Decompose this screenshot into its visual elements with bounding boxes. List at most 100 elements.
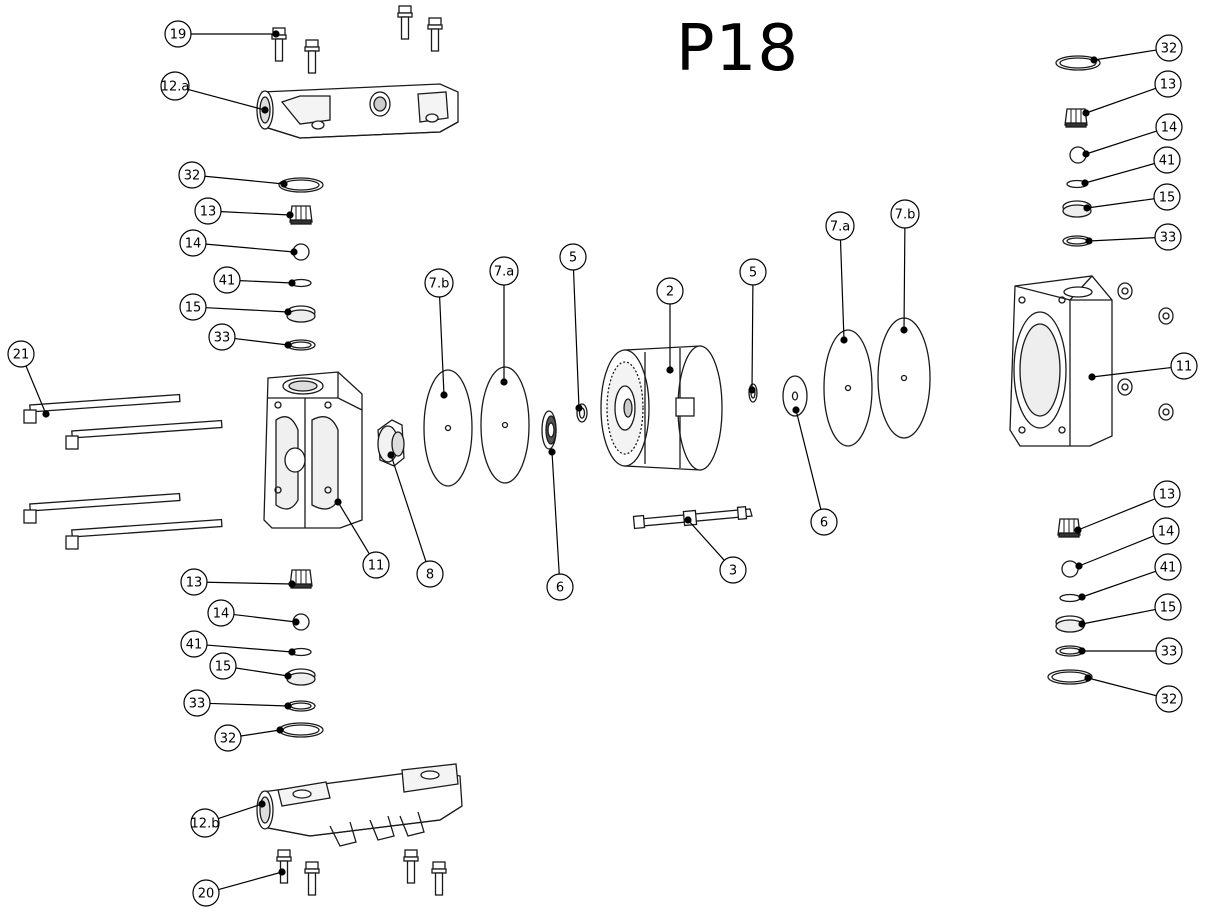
leader-dot <box>1088 373 1096 381</box>
callout-rod: 21 <box>7 340 50 418</box>
callout-oring-top-left: 32 <box>178 161 288 189</box>
leader-line <box>240 729 281 737</box>
callout-plate-right: 6 <box>792 406 838 536</box>
center-body <box>600 345 723 471</box>
leader-dot <box>284 308 292 316</box>
left-housing <box>263 371 363 529</box>
callout-seal-top-left: 15 <box>179 293 292 321</box>
callout-circle <box>179 229 207 257</box>
callout-label: 14 <box>213 607 230 622</box>
left-plate-washer <box>541 403 588 450</box>
leader-line <box>1085 130 1157 155</box>
callout-ball-top-left: 14 <box>179 229 298 257</box>
callout-circle <box>194 197 222 225</box>
callout-label: 13 <box>186 576 203 591</box>
leader-line <box>551 451 560 575</box>
callout-circle <box>180 630 208 658</box>
leader-dot <box>258 800 266 808</box>
callout-circle <box>7 340 35 368</box>
callout-label: 33 <box>1160 231 1177 246</box>
callout-label: 5 <box>749 266 757 281</box>
leader-line <box>1087 677 1157 697</box>
leader-dot <box>1078 647 1086 655</box>
callout-label: 8 <box>426 568 434 583</box>
callout-circle <box>208 323 236 351</box>
left-diaphragms <box>423 366 530 487</box>
callout-label: 6 <box>556 581 564 596</box>
bottom-manifold <box>256 763 463 847</box>
callout-manifold-bottom: 12.b <box>190 800 266 838</box>
callout-label: 32 <box>184 169 201 184</box>
left-bottom-valve-stack <box>278 569 324 738</box>
callout-circle <box>1155 685 1183 713</box>
leader-dot <box>290 248 298 256</box>
top-screws <box>271 5 443 74</box>
callout-circle <box>192 879 220 907</box>
leader-dot <box>286 211 294 219</box>
callout-circle <box>1155 34 1183 62</box>
callout-seat-top-right: 13 <box>1082 70 1182 117</box>
callout-label: 33 <box>1161 645 1178 660</box>
leader-dot <box>900 326 908 334</box>
leader-line <box>209 702 289 707</box>
callout-washer-left: 5 <box>559 243 587 412</box>
callout-label: 41 <box>219 274 236 289</box>
callout-circle <box>1154 593 1182 621</box>
callout-circle <box>214 724 242 752</box>
callout-circle <box>1155 637 1183 665</box>
leader-dot <box>288 580 296 588</box>
leader-dot <box>1085 237 1093 245</box>
leader-dot <box>840 336 848 344</box>
leader-line <box>390 454 427 562</box>
callout-label: 41 <box>1159 154 1176 169</box>
leader-dot <box>280 180 288 188</box>
leader-line <box>795 409 822 510</box>
callout-circle <box>810 508 838 536</box>
callout-label: 41 <box>186 638 203 653</box>
callout-circle <box>179 293 207 321</box>
callout-ball-bot-left: 14 <box>207 599 300 627</box>
leader-line <box>205 307 289 313</box>
leader-line <box>839 239 845 341</box>
callout-label: 7.b <box>895 208 916 223</box>
callout-oring-mid-bot-left: 33 <box>183 689 292 717</box>
callout-label: 3 <box>729 564 737 579</box>
callout-circle <box>209 652 237 680</box>
callout-piston-left: 8 <box>387 451 444 588</box>
callout-seal-top-right: 15 <box>1083 183 1181 212</box>
leader-line <box>234 337 289 346</box>
callout-seat-bot-left: 13 <box>180 568 296 596</box>
leader-line <box>1084 162 1155 184</box>
callout-circle <box>416 560 444 588</box>
callout-label: 13 <box>1159 488 1176 503</box>
callout-center-body: 2 <box>656 277 684 374</box>
leader-dot <box>1083 204 1091 212</box>
leader-dot <box>288 279 296 287</box>
callout-label: 41 <box>1160 561 1177 576</box>
callout-label: 15 <box>1159 191 1176 206</box>
leader-line <box>1078 535 1155 567</box>
leader-dot <box>292 618 300 626</box>
callout-screw-bottom: 20 <box>192 868 286 907</box>
leader-dot <box>42 410 50 418</box>
callout-label: 7.a <box>494 265 514 280</box>
callout-label: 15 <box>185 301 202 316</box>
callout-circle <box>190 808 220 838</box>
bottom-screws <box>276 849 447 896</box>
callout-circle <box>546 573 574 601</box>
callout-ball-bot-right: 14 <box>1075 517 1180 570</box>
right-housing-nuts <box>1117 282 1174 421</box>
callout-label: 15 <box>215 660 232 675</box>
leader-line <box>1093 49 1157 61</box>
leader-line <box>572 269 580 409</box>
leader-dot <box>288 648 296 656</box>
callout-ball-top-right: 14 <box>1082 113 1183 158</box>
callout-label: 11 <box>368 559 385 574</box>
callout-seat-top-left: 13 <box>194 197 294 225</box>
leader-dot <box>1082 109 1090 117</box>
callout-circle <box>890 199 920 229</box>
callout-diaphragm-inner-right: 7.a <box>825 211 855 344</box>
callout-housing-left: 11 <box>334 498 390 579</box>
leader-line <box>687 519 725 561</box>
callout-label: 5 <box>569 251 577 266</box>
